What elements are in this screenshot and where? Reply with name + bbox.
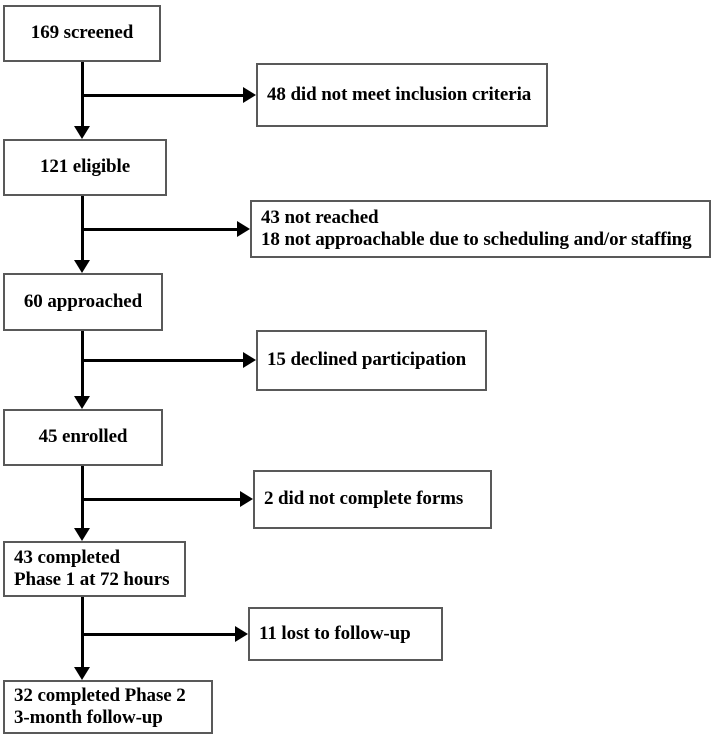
node-approached-label: 60 approached xyxy=(23,290,143,312)
node-exclusion-lost-followup: 11 lost to follow-up xyxy=(248,607,443,661)
connector-approached-to-enrolled xyxy=(81,331,84,398)
arrowhead-screened-to-exclusion1 xyxy=(243,87,256,103)
arrowhead-enrolled-to-exclusion4 xyxy=(240,491,253,507)
node-phase2-completed: 32 completed Phase 2 3-month follow-up xyxy=(3,680,213,734)
connector-enrolled-to-exclusion4 xyxy=(81,498,241,501)
arrowhead-enrolled-to-phase1 xyxy=(74,528,90,541)
node-exclusion-incomplete-forms-label: 2 did not complete forms xyxy=(264,488,464,510)
node-exclusion-not-reached: 43 not reached 18 not approachable due t… xyxy=(250,200,711,258)
node-enrolled-label: 45 enrolled xyxy=(38,426,128,448)
connector-eligible-to-exclusion2 xyxy=(81,228,238,231)
node-exclusion-lost-followup-label: 11 lost to follow-up xyxy=(259,622,411,644)
connector-phase1-to-exclusion5 xyxy=(81,633,236,636)
node-approached: 60 approached xyxy=(3,273,163,331)
node-phase1-completed: 43 completed Phase 1 at 72 hours xyxy=(3,541,186,597)
arrowhead-approached-to-enrolled xyxy=(74,396,90,409)
arrowhead-eligible-to-approached xyxy=(74,260,90,273)
arrowhead-eligible-to-exclusion2 xyxy=(237,221,250,237)
node-phase1-completed-label: 43 completed Phase 1 at 72 hours xyxy=(14,546,170,590)
node-enrolled: 45 enrolled xyxy=(3,409,163,466)
node-eligible: 121 eligible xyxy=(3,139,167,196)
node-exclusion-declined-label: 15 declined participation xyxy=(267,349,467,371)
node-eligible-label: 121 eligible xyxy=(39,156,131,178)
arrowhead-phase1-to-phase2 xyxy=(74,667,90,680)
node-phase2-completed-label: 32 completed Phase 2 3-month follow-up xyxy=(14,684,186,728)
node-exclusion-inclusion-criteria-label: 48 did not meet inclusion criteria xyxy=(267,83,532,105)
connector-screened-to-exclusion1 xyxy=(81,94,244,97)
node-exclusion-inclusion-criteria: 48 did not meet inclusion criteria xyxy=(256,63,548,127)
node-screened-label: 169 screened xyxy=(30,22,134,44)
node-exclusion-incomplete-forms: 2 did not complete forms xyxy=(253,470,492,529)
arrowhead-approached-to-exclusion3 xyxy=(243,352,256,368)
node-exclusion-declined: 15 declined participation xyxy=(256,330,487,391)
arrowhead-phase1-to-exclusion5 xyxy=(235,626,248,642)
connector-approached-to-exclusion3 xyxy=(81,359,244,362)
arrowhead-screened-to-eligible xyxy=(74,126,90,139)
node-screened: 169 screened xyxy=(3,5,161,62)
node-exclusion-not-reached-label: 43 not reached 18 not approachable due t… xyxy=(261,206,692,250)
